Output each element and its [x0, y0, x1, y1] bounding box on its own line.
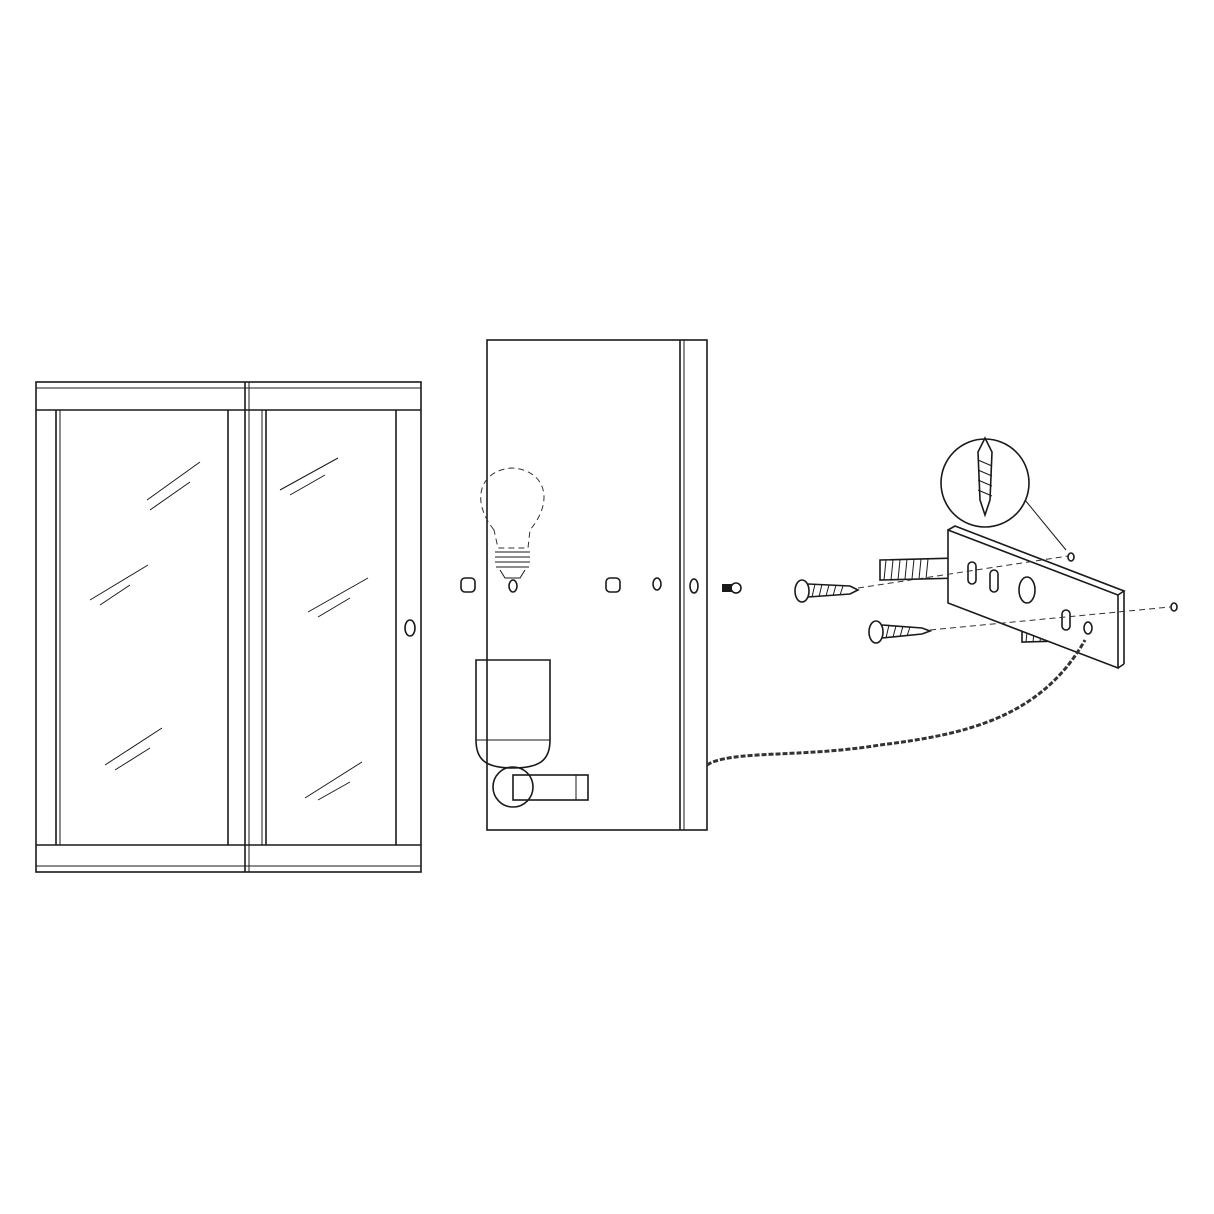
glass-lantern-cover [35, 381, 422, 873]
mounting-bracket [947, 525, 1126, 670]
wall-screw-upper [794, 579, 860, 603]
lamp-body-backplate [460, 339, 708, 831]
light-bulb [480, 467, 545, 579]
body-stud-right [605, 577, 621, 593]
cover-screw-hole [404, 619, 416, 637]
body-stud-left [460, 577, 476, 593]
wall-screw-lower [868, 620, 933, 644]
fixing-screw [722, 582, 742, 594]
wall-plug-detail [940, 436, 1067, 551]
lamp-socket [475, 659, 589, 808]
power-cable [706, 639, 1087, 767]
glass-reflection-marks [89, 457, 369, 801]
alignment-lines [857, 552, 1178, 631]
